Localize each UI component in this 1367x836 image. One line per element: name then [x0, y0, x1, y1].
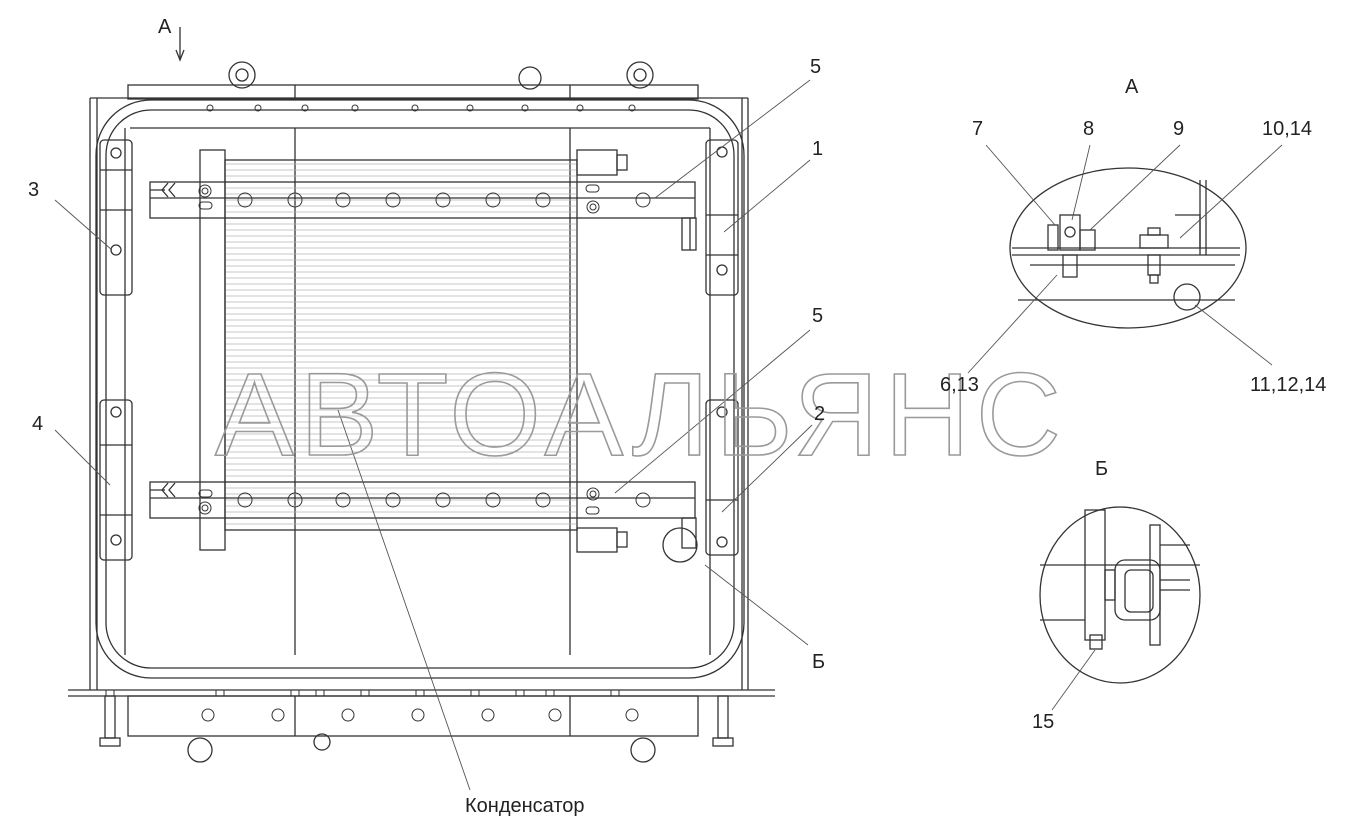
detail-view-b	[1039, 506, 1201, 711]
callout-15: 15	[1032, 711, 1054, 733]
callout-5-mid: 5	[812, 305, 823, 327]
view-b-title: Б	[1095, 458, 1108, 480]
detail-view-a	[967, 144, 1283, 374]
callout-6-13: 6,13	[940, 374, 979, 396]
callout-8: 8	[1083, 118, 1094, 140]
view-a-title: А	[1125, 76, 1139, 98]
callout-1: 1	[812, 138, 823, 160]
callout-3: 3	[28, 179, 39, 201]
callout-2: 2	[814, 403, 825, 425]
condenser-label: Конденсатор	[465, 795, 585, 817]
main-view	[68, 27, 775, 763]
watermark-text: АВТОАЛЬЯНС	[215, 349, 1067, 481]
callout-b: Б	[812, 651, 825, 673]
callout-9: 9	[1173, 118, 1184, 140]
view-a-arrow-label: А	[158, 16, 172, 38]
callout-7: 7	[972, 118, 983, 140]
callout-4: 4	[32, 413, 43, 435]
callout-5-top: 5	[810, 56, 821, 78]
callout-10-14: 10,14	[1262, 118, 1312, 140]
callout-11-12-14: 11,12,14	[1250, 374, 1326, 396]
leader-lines	[54, 79, 813, 791]
